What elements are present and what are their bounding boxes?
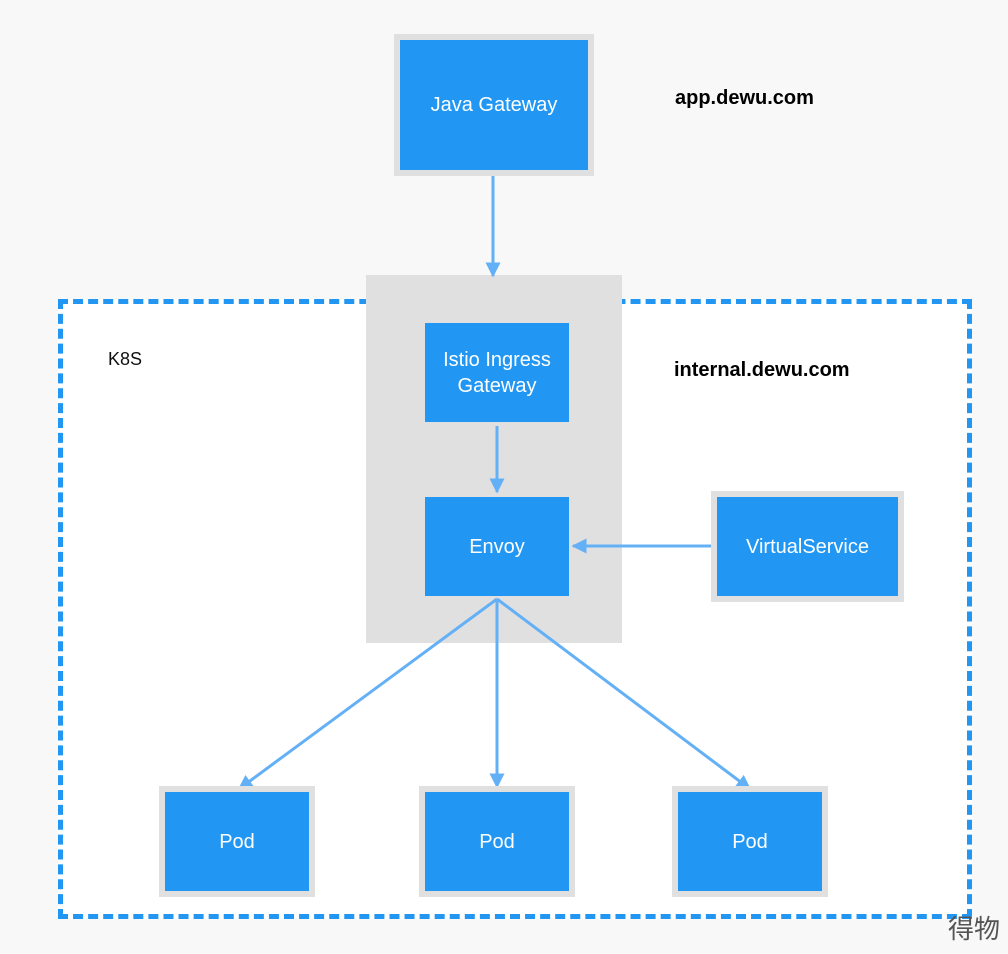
edge-envoy-to-pod-1 [237, 597, 498, 791]
node-envoy: Envoy [425, 497, 569, 596]
node-java-gateway: Java Gateway [394, 34, 594, 176]
watermark-logo: 得物 [947, 915, 1000, 945]
node-pod-3: Pod [672, 786, 828, 897]
internal-domain-label: internal.dewu.com [674, 359, 850, 381]
node-pod-2: Pod [419, 786, 575, 897]
node-istio-ingress-gateway: Istio Ingress Gateway [425, 323, 569, 422]
external-domain-label: app.dewu.com [675, 87, 814, 109]
node-pod-1: Pod [159, 786, 315, 897]
edge-envoy-to-pod-3 [496, 597, 752, 791]
cluster-label: K8S [108, 349, 143, 369]
node-virtualservice: VirtualService [711, 491, 904, 602]
